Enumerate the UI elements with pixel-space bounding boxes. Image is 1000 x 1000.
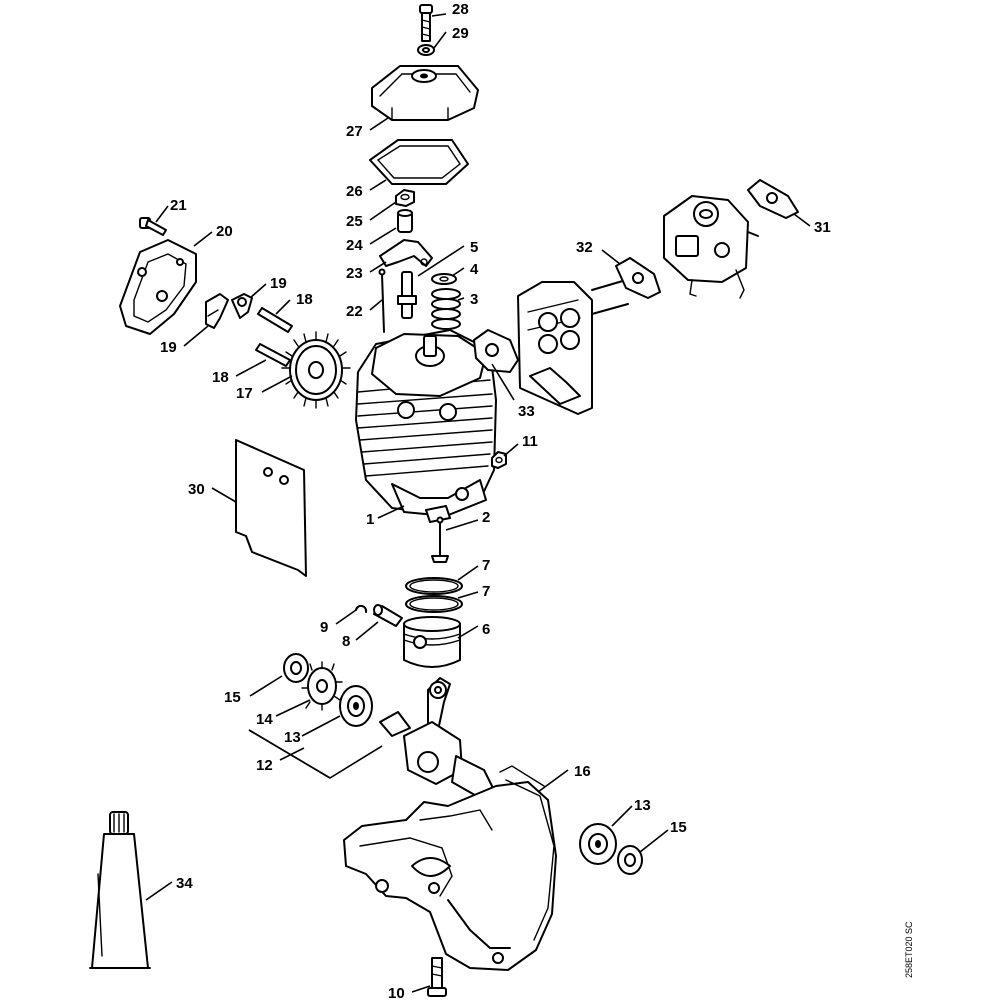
part-9-circlip[interactable] <box>355 604 368 613</box>
part-18-pin-lower[interactable] <box>255 343 291 367</box>
part-29-washer[interactable] <box>417 44 435 56</box>
callout-21: 21 <box>170 197 187 214</box>
callout-5: 5 <box>470 239 478 256</box>
callout-10: 10 <box>388 985 405 1000</box>
callout-17: 17 <box>236 385 253 402</box>
callout-13-right: 13 <box>634 797 651 814</box>
callout-28: 28 <box>452 1 469 18</box>
callout-27: 27 <box>346 123 363 140</box>
part-30-plate[interactable] <box>235 439 307 577</box>
part-22-pushrod[interactable] <box>378 268 386 333</box>
part-15-seal-left[interactable] <box>283 653 309 683</box>
part-26-gasket[interactable] <box>369 139 469 185</box>
part-14-gear[interactable] <box>301 661 343 711</box>
part-17-gear[interactable] <box>281 331 351 409</box>
part-13-bearing-left[interactable] <box>339 685 373 727</box>
part-13-bearing-right[interactable] <box>579 823 617 865</box>
callout-18-upper: 18 <box>296 291 313 308</box>
part-7-ring-lower[interactable] <box>405 595 463 613</box>
callout-23: 23 <box>346 265 363 282</box>
callout-31: 31 <box>814 219 831 236</box>
callout-24: 24 <box>346 237 363 254</box>
part-19-lever-lower[interactable] <box>205 293 229 329</box>
callout-16: 16 <box>574 763 591 780</box>
part-34-grease-tube[interactable] <box>89 811 151 969</box>
part-23-rocker-arm[interactable] <box>379 239 433 267</box>
part-18-pin-upper[interactable] <box>257 307 293 333</box>
callout-13-left: 13 <box>284 729 301 746</box>
callout-3: 3 <box>470 291 478 308</box>
callout-30: 30 <box>188 481 205 498</box>
callout-8: 8 <box>342 633 350 650</box>
callout-6: 6 <box>482 621 490 638</box>
part-27-valve-cover[interactable] <box>371 65 479 121</box>
part-carburetor[interactable] <box>663 195 759 299</box>
callout-34: 34 <box>176 875 193 892</box>
part-10-screw[interactable] <box>427 957 447 997</box>
callout-1: 1 <box>366 511 374 528</box>
leader-lines <box>145 13 811 993</box>
callout-19-lower: 19 <box>160 339 177 356</box>
callout-18-lower: 18 <box>212 369 229 386</box>
callout-2: 2 <box>482 509 490 526</box>
part-28-screw[interactable] <box>419 4 433 42</box>
part-24-sleeve[interactable] <box>397 209 413 233</box>
part-19-lever-upper[interactable] <box>231 293 253 319</box>
part-11-nut[interactable] <box>491 451 507 469</box>
callout-4: 4 <box>470 261 479 278</box>
callout-11: 11 <box>522 433 538 450</box>
callout-15-left: 15 <box>224 689 241 706</box>
part-7-ring-upper[interactable] <box>405 577 463 595</box>
callout-25: 25 <box>346 213 363 230</box>
callout-9: 9 <box>320 619 328 636</box>
part-20-cover[interactable] <box>119 239 197 335</box>
part-15-seal-right[interactable] <box>617 845 643 875</box>
part-25-nut[interactable] <box>395 189 415 207</box>
part-2-valve[interactable] <box>431 516 449 563</box>
part-21-screw[interactable] <box>139 217 167 236</box>
callout-7-upper: 7 <box>482 557 490 574</box>
callout-26: 26 <box>346 183 363 200</box>
callout-7-lower: 7 <box>482 583 490 600</box>
part-5-rocker-stud[interactable] <box>397 271 417 319</box>
part-33-gasket[interactable] <box>473 329 519 373</box>
part-31-gasket[interactable] <box>747 179 799 219</box>
callout-19-upper: 19 <box>270 275 287 292</box>
part-32-gasket[interactable] <box>615 257 661 299</box>
part-6-piston[interactable] <box>403 616 461 668</box>
part-1-cylinder[interactable] <box>355 329 497 523</box>
callout-14: 14 <box>256 711 273 728</box>
callout-20: 20 <box>216 223 233 240</box>
reference-code: 258ET020 SC <box>904 921 914 978</box>
part-8-piston-pin[interactable] <box>373 604 403 627</box>
callout-12: 12 <box>256 757 273 774</box>
part-12-crankshaft[interactable] <box>379 677 495 799</box>
callout-29: 29 <box>452 25 469 42</box>
callout-15-right: 15 <box>670 819 687 836</box>
part-4-spring-retainer[interactable] <box>431 273 457 285</box>
part-16-crankcase[interactable] <box>343 765 557 971</box>
part-intake-manifold[interactable] <box>517 279 629 415</box>
callout-22: 22 <box>346 303 363 320</box>
part-3-valve-spring[interactable] <box>431 288 461 330</box>
callout-32: 32 <box>576 239 593 256</box>
callout-33: 33 <box>518 403 535 420</box>
